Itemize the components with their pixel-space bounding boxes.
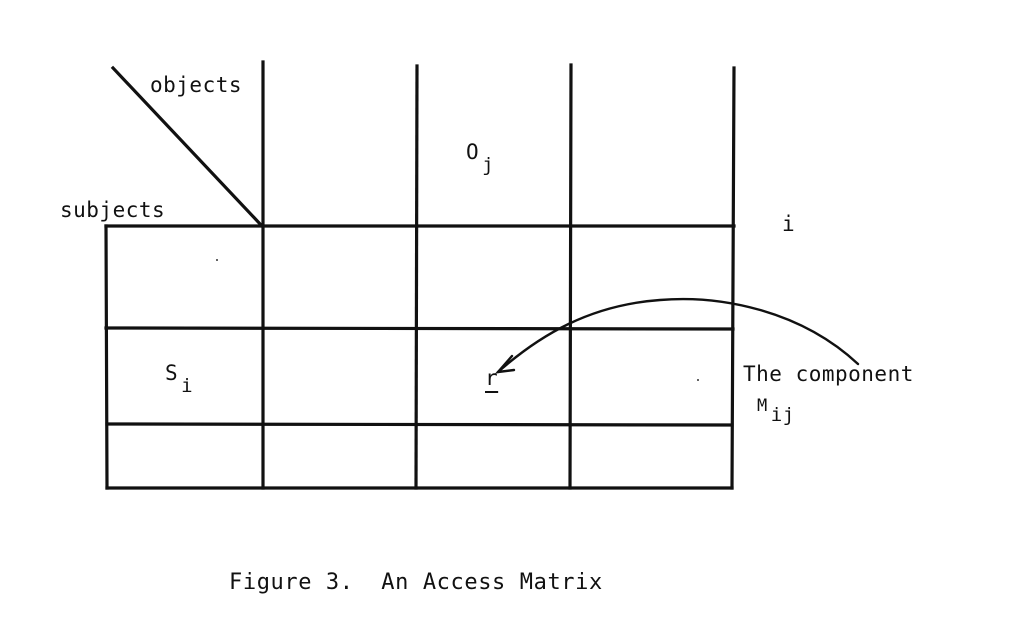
object-column-header: Oj: [466, 140, 494, 175]
grid-vertical-0: [104, 224, 109, 490]
grid-vertical-2: [414, 64, 419, 490]
grid-horizontal-1: [104, 326, 735, 331]
object-subscript: j: [482, 154, 495, 176]
grid-vertical-4: [730, 66, 736, 490]
annotation-symbol: M: [757, 396, 768, 416]
subject-symbol: S: [165, 361, 179, 385]
grid-horizontal-2: [105, 422, 734, 427]
speck: [216, 259, 218, 261]
subjects-label: subjects: [60, 198, 166, 222]
column-index-label: i: [782, 212, 796, 236]
subject-subscript: i: [181, 375, 194, 397]
figure-caption: Figure 3. An Access Matrix: [229, 570, 603, 595]
object-symbol: O: [466, 140, 480, 164]
annotation-subscript: ij: [770, 404, 795, 426]
matrix-entry: r: [485, 366, 499, 390]
grid-vertical-3: [568, 63, 573, 490]
subject-row-header: Si: [165, 361, 193, 396]
header-diagonal-line: [110, 65, 265, 229]
arrow-head-icon: [495, 354, 516, 374]
objects-label: objects: [150, 73, 243, 97]
annotation-text: The component: [743, 362, 914, 386]
annotation-arrow-curve: [496, 297, 860, 374]
speck: [697, 379, 699, 381]
